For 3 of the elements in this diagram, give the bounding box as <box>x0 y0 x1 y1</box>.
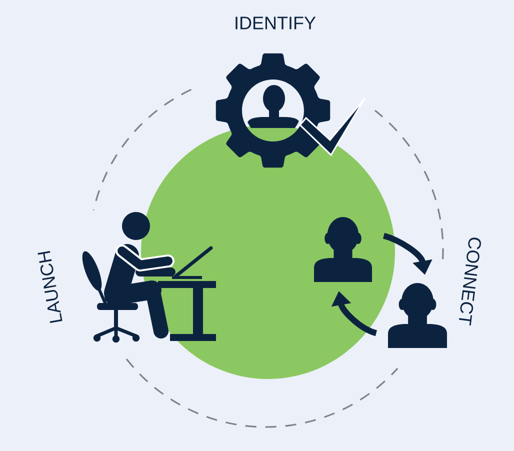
stage-label: LAUNCH <box>38 250 62 324</box>
stage-label: IDENTIFY <box>236 16 316 30</box>
stage-label: CONNECT <box>459 238 481 326</box>
